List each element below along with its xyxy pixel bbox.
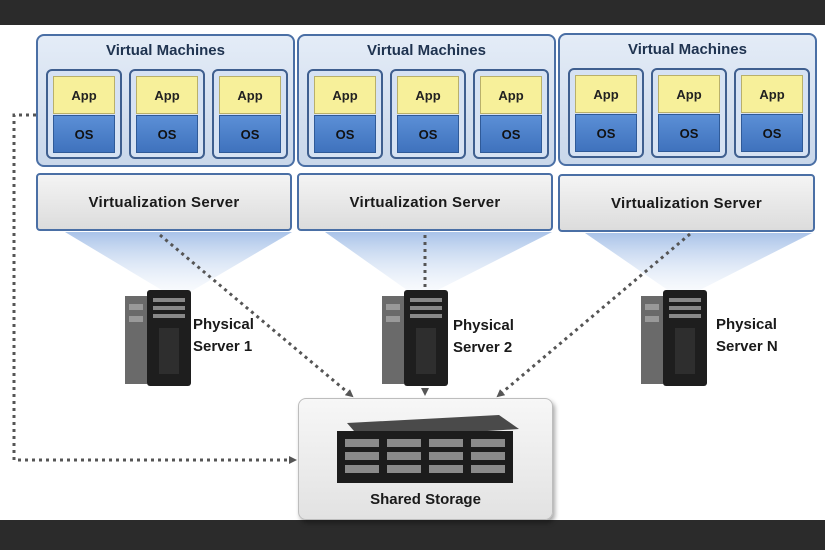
projection-beam-2 <box>325 232 552 295</box>
vm-group-title: Virtual Machines <box>106 42 225 59</box>
app-layer: App <box>741 75 803 113</box>
physical-server-label-2: Physical Server 2 <box>453 315 514 359</box>
vm-group-title: Virtual Machines <box>628 41 747 58</box>
physical-server-line2: Server 2 <box>453 339 513 356</box>
virtualization-server-2: Virtualization Server <box>297 173 553 231</box>
os-layer: OS <box>575 114 637 152</box>
tower-server-icon <box>125 290 191 386</box>
vm-group-1: Virtual Machines App OS App OS App OS <box>36 34 295 167</box>
os-layer: OS <box>658 114 720 152</box>
os-layer: OS <box>53 115 115 153</box>
physical-server-line2: Server 1 <box>193 338 253 355</box>
virtual-machine: App OS <box>129 69 205 159</box>
tower-server-icon <box>382 290 448 386</box>
os-layer: OS <box>219 115 281 153</box>
physical-server-line1: Physical <box>193 316 254 333</box>
os-layer: OS <box>741 114 803 152</box>
tower-server-icon <box>641 290 707 386</box>
app-layer: App <box>219 76 281 114</box>
physical-server-label-1: Physical Server 1 <box>193 314 254 358</box>
virtual-machine: App OS <box>212 69 288 159</box>
storage-array-icon <box>337 415 519 483</box>
vm-group-title: Virtual Machines <box>367 42 486 59</box>
virtual-machine: App OS <box>473 69 549 159</box>
physical-server-line1: Physical <box>453 317 514 334</box>
vm-group-3: Virtual Machines App OS App OS App OS <box>558 33 817 166</box>
os-layer: OS <box>136 115 198 153</box>
os-layer: OS <box>314 115 376 153</box>
app-layer: App <box>53 76 115 114</box>
shared-storage-label: Shared Storage <box>370 491 481 508</box>
app-layer: App <box>314 76 376 114</box>
projection-beam-1 <box>65 232 292 295</box>
virtualization-server-1: Virtualization Server <box>36 173 292 231</box>
vm-group-2: Virtual Machines App OS App OS App OS <box>297 34 556 167</box>
physical-server-line2: Server N <box>716 338 778 355</box>
virtualization-server-3: Virtualization Server <box>558 174 815 232</box>
virtual-machine: App OS <box>390 69 466 159</box>
app-layer: App <box>658 75 720 113</box>
os-layer: OS <box>397 115 459 153</box>
virtual-machine: App OS <box>568 68 644 158</box>
virtual-machine: App OS <box>651 68 727 158</box>
shared-storage-panel: Shared Storage <box>298 398 553 520</box>
physical-server-line1: Physical <box>716 316 777 333</box>
virtual-machine: App OS <box>307 69 383 159</box>
app-layer: App <box>575 75 637 113</box>
app-layer: App <box>397 76 459 114</box>
app-layer: App <box>136 76 198 114</box>
projection-beam-3 <box>585 233 812 295</box>
virtual-machine: App OS <box>734 68 810 158</box>
physical-server-label-3: Physical Server N <box>716 314 778 358</box>
app-layer: App <box>480 76 542 114</box>
os-layer: OS <box>480 115 542 153</box>
virtual-machine: App OS <box>46 69 122 159</box>
